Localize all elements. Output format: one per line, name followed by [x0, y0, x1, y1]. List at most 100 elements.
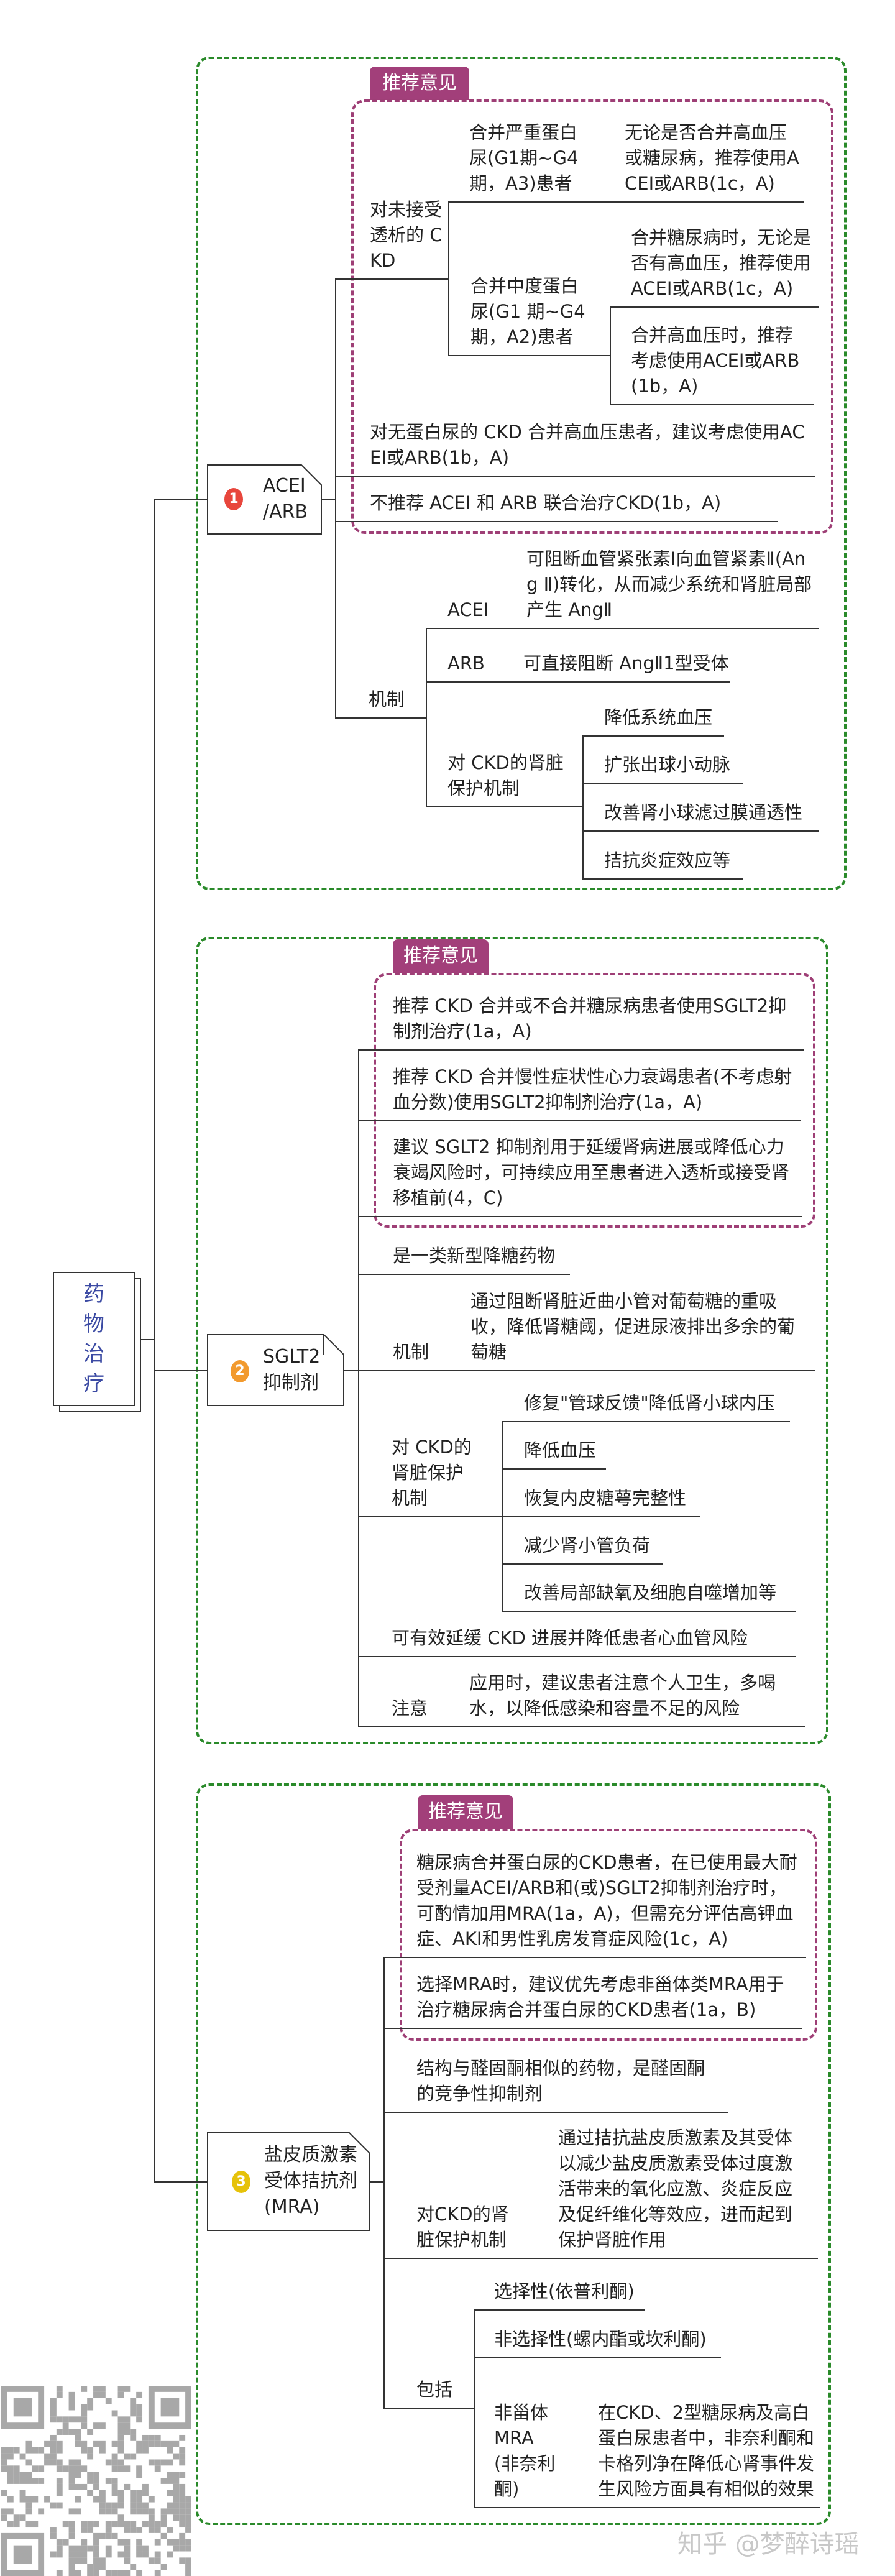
branch-line — [426, 628, 427, 806]
list-item: 修复"管球反馈"降低肾小球内压 — [524, 1392, 775, 1414]
root-label: 药物治疗 — [83, 1282, 104, 1396]
underline — [358, 1216, 802, 1217]
underline — [474, 2507, 820, 2508]
underline — [426, 628, 819, 629]
branch-line — [610, 306, 611, 404]
underline — [335, 521, 778, 522]
underline — [358, 1049, 804, 1051]
list-item: 扩张出球小动脉 — [604, 754, 731, 775]
branch-line — [502, 1421, 503, 1611]
recommendation-tag: 推荐意见 — [418, 1795, 513, 1829]
recommendation-box — [374, 973, 815, 1228]
item-arb-mechanism: 可直接阻断 AngⅡ1型受体 — [523, 653, 729, 674]
watermark: 知乎 @梦醉诗瑶 — [677, 2530, 860, 2559]
underline — [358, 1274, 570, 1275]
list-item: 改善肾小球滤过膜通透性 — [604, 802, 803, 823]
item-mechanism-detail: 通过阻断肾脏近曲小管对葡萄糖的重吸收，降低肾糖阈，促进尿液排出多余的葡萄糖 — [470, 1290, 796, 1363]
connector — [322, 499, 335, 500]
recommendation-tag: 推荐意见 — [393, 939, 489, 973]
recommendation-box — [400, 1829, 817, 2041]
recommendation-item: 糖尿病合并蛋白尿的CKD患者，在已使用最大耐受剂量ACEI/ARB和(或)SGL… — [416, 1852, 797, 1949]
underline — [582, 735, 724, 737]
badge-number: 2 — [231, 1360, 249, 1382]
item-includes: 包括 — [416, 2379, 453, 2400]
underline — [582, 878, 743, 880]
section-mra — [196, 1783, 831, 2525]
underline — [502, 1468, 606, 1470]
item-cv-risk: 可有效延缓 CKD 进展并降低患者心血管风险 — [392, 1627, 748, 1649]
underline — [582, 783, 743, 784]
item-with-hypertension: 合并高血压时，推荐考虑使用ACEI或ARB(1b，A) — [631, 324, 800, 397]
branch-line — [474, 2309, 475, 2507]
connector — [154, 499, 207, 500]
underline — [426, 806, 582, 807]
item-structure: 结构与醛固酮相似的药物，是醛固酮的竞争性抑制剂 — [416, 2058, 705, 2104]
item-no-proteinuria: 对无蛋白尿的 CKD 合并高血压患者，建议考虑使用ACEI或ARB(1b，A) — [370, 421, 805, 468]
item-non-dialysis-ckd: 对未接受透析的 CKD — [370, 199, 443, 271]
underline — [448, 201, 804, 203]
list-item: 选择性(依普利酮) — [494, 2281, 635, 2302]
badge-number: 1 — [224, 488, 243, 510]
recommendation-box — [351, 99, 833, 534]
item-ckd-protection-detail: 通过拮抗盐皮质激素及其受体以减少盐皮质激素受体过度激活带来的氧化应激、炎症反应及… — [558, 2127, 793, 2250]
underline — [502, 1421, 790, 1422]
list-item: 降低血压 — [524, 1440, 597, 1461]
branch-line — [582, 735, 584, 878]
underline — [383, 2112, 728, 2113]
node-title: ACEI /ARB — [263, 475, 308, 523]
item-not-combined: 不推荐 ACEI 和 ARB 联合治疗CKD(1b，A) — [370, 492, 722, 513]
item-new-hypoglycemic: 是一类新型降糖药物 — [393, 1245, 556, 1266]
item-ckd-protection: 对 CKD的肾脏保护机制 — [448, 752, 564, 799]
item-mechanism: 机制 — [369, 689, 405, 710]
folded-corner-icon — [349, 2132, 370, 2153]
connector — [344, 1370, 358, 1371]
item-ckd-protection: 对CKD的肾脏保护机制 — [416, 2204, 509, 2250]
node-acei-arb[interactable]: 1 ACEI /ARB — [207, 464, 322, 535]
recommendation-item: 建议 SGLT2 抑制剂用于延缓肾病进展或降低心力衰竭风险时，可持续应用至患者进… — [393, 1136, 790, 1208]
trunk-line — [154, 499, 155, 2181]
connector — [370, 2181, 383, 2183]
branch-line — [383, 1957, 385, 2408]
underline — [502, 1563, 663, 1565]
item-arb-label: ARB — [448, 653, 485, 674]
recommendation-tag: 推荐意见 — [370, 67, 469, 100]
underline — [335, 717, 426, 719]
item-moderate-proteinuria: 合并中度蛋白尿(G1 期~G4期，A2)患者 — [470, 275, 585, 347]
item-caution: 注意 — [392, 1698, 428, 1719]
underline — [474, 2357, 721, 2358]
node-title: 盐皮质激素受体拮抗剂(MRA) — [264, 2144, 357, 2218]
node-mra[interactable]: 3 盐皮质激素受体拮抗剂(MRA) — [207, 2132, 370, 2231]
underline — [335, 278, 448, 280]
recommendation-item: 推荐 CKD 合并慢性症状性心力衰竭患者(不考虑射血分数)使用SGLT2抑制剂治… — [393, 1066, 792, 1113]
list-item: 改善局部缺氧及细胞自噬增加等 — [524, 1582, 777, 1603]
underline — [610, 306, 819, 308]
underline — [383, 2258, 818, 2259]
list-item: 非选择性(螺内酯或坎利酮) — [494, 2329, 707, 2350]
badge-number: 3 — [232, 2171, 250, 2193]
underline — [358, 1120, 801, 1121]
branch-line — [358, 1049, 359, 1726]
item-mechanism: 机制 — [393, 1341, 429, 1363]
branch-line — [448, 201, 449, 355]
node-title: SGLT2 抑制剂 — [263, 1346, 321, 1394]
list-item-detail: 在CKD、2型糖尿病及高白蛋白尿患者中，非奈利酮和卡格列净在降低心肾事件发生风险… — [598, 2402, 815, 2500]
node-sglt2[interactable]: 2 SGLT2 抑制剂 — [207, 1334, 344, 1406]
item-acei-mechanism: 可阻断血管紧张素Ⅰ向血管紧素Ⅱ(Ang Ⅱ)转化，从而减少系统和肾脏局部产生 A… — [526, 548, 812, 620]
underline — [335, 476, 815, 477]
underline — [448, 355, 610, 356]
qr-code — [1, 2386, 191, 2576]
underline — [358, 1656, 796, 1657]
connector — [154, 2181, 207, 2183]
connector — [141, 1339, 154, 1340]
underline — [610, 404, 814, 405]
list-item: 降低系统血压 — [604, 707, 713, 728]
section-sglt2 — [196, 937, 828, 1744]
item-severe-proteinuria: 合并严重蛋白尿(G1期~G4期，A3)患者 — [469, 122, 579, 194]
underline — [383, 2028, 802, 2029]
list-item: 拮抗炎症效应等 — [604, 850, 731, 871]
recommendation-item: 推荐 CKD 合并或不合并糖尿病患者使用SGLT2抑制剂治疗(1a，A) — [393, 995, 787, 1042]
root-node[interactable]: 药物治疗 — [53, 1272, 135, 1406]
item-acei-label: ACEI — [448, 599, 489, 620]
folded-corner-icon — [323, 1334, 344, 1355]
underline — [502, 1516, 700, 1517]
